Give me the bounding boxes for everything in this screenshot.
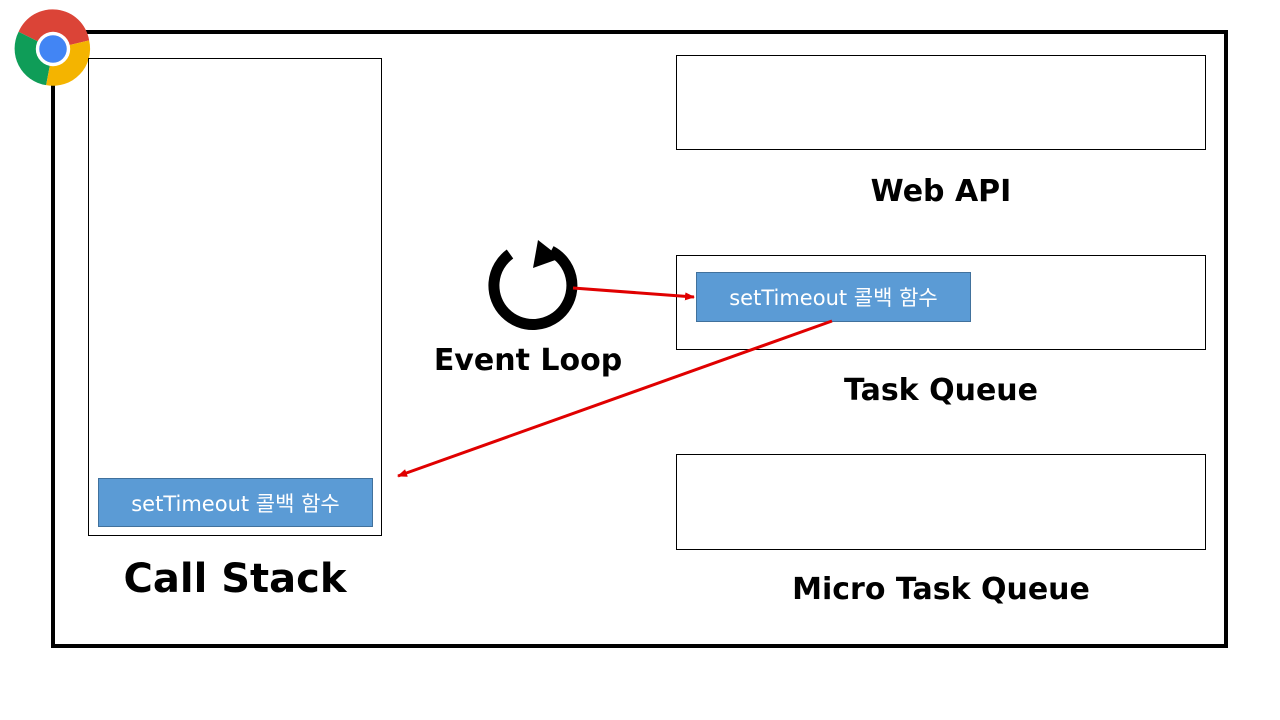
- chrome-logo-icon: [14, 9, 91, 86]
- task-queue-label: Task Queue: [843, 373, 1038, 408]
- web-api-label: Web API: [870, 174, 1012, 209]
- event-loop-refresh-icon: [488, 240, 578, 331]
- micro-task-queue-label: Micro Task Queue: [792, 572, 1090, 607]
- arrow-loop-to-task-queue: [572, 286, 695, 301]
- call-stack-item: setTimeout 콜백 함수: [98, 478, 373, 527]
- call-stack-box: [88, 58, 382, 536]
- call-stack-label: Call Stack: [123, 556, 347, 602]
- web-api-box: [676, 55, 1206, 150]
- event-loop-label: Event Loop: [433, 343, 623, 378]
- task-queue-item: setTimeout 콜백 함수: [696, 272, 971, 322]
- arrow-task-queue-to-call-stack: [397, 319, 833, 478]
- micro-task-queue-box: [676, 454, 1206, 550]
